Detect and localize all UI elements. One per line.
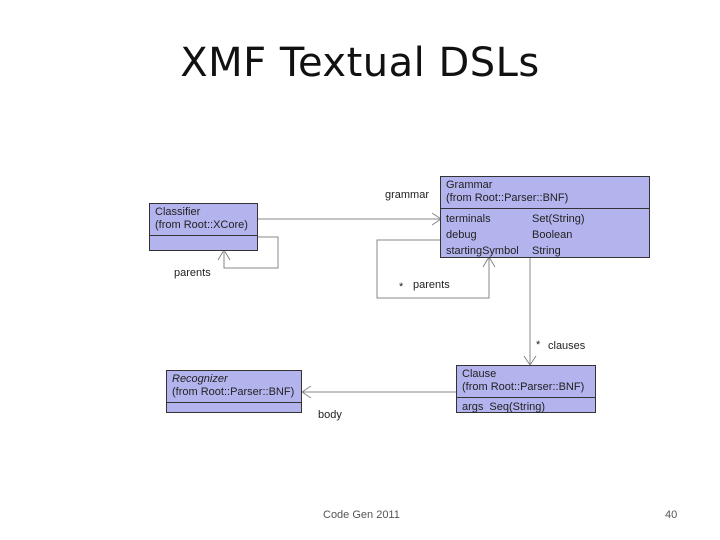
body-association-arrowhead <box>301 385 312 399</box>
attribute-row: startingSymbol String <box>446 243 645 259</box>
attribute-name: debug <box>446 229 477 241</box>
grammar-parents-multiplicity: * <box>399 281 404 293</box>
slide-footer: Code Gen 2011 <box>323 509 400 521</box>
body-role-label: body <box>318 409 342 421</box>
grammar-role-label: grammar <box>385 189 430 201</box>
class-clause[interactable]: Clause (from Root::Parser::BNF) args Seq… <box>456 365 596 413</box>
attribute-type: String <box>532 245 561 257</box>
clauses-multiplicity: * <box>536 339 541 351</box>
class-grammar-name: Grammar <box>446 179 493 191</box>
class-recognizer-name: Recognizer <box>172 373 228 385</box>
classifier-parents-line <box>223 236 279 269</box>
attribute-name: terminals <box>446 213 491 225</box>
classifier-parents-label: parents <box>174 267 211 279</box>
class-grammar[interactable]: Grammar (from Root::Parser::BNF) termina… <box>440 176 650 258</box>
class-clause-name: Clause <box>462 368 497 380</box>
attribute-name: args <box>462 401 484 413</box>
attribute-type: Set(String) <box>532 213 585 225</box>
class-classifier-package: (from Root::XCore) <box>155 219 248 231</box>
attribute-row: args Seq(String) <box>462 399 591 415</box>
attribute-row: debug Boolean <box>446 227 645 243</box>
class-recognizer[interactable]: Recognizer (from Root::Parser::BNF) <box>166 370 302 413</box>
attribute-type: Seq(String) <box>489 401 546 413</box>
attribute-row: terminals Set(String) <box>446 211 645 227</box>
slide-title: XMF Textual DSLs <box>180 40 540 86</box>
clauses-role-label: clauses <box>548 340 586 352</box>
grammar-parents-label: parents <box>413 279 450 291</box>
class-grammar-package: (from Root::Parser::BNF) <box>446 192 569 204</box>
class-classifier[interactable]: Classifier (from Root::XCore) <box>149 203 258 251</box>
class-recognizer-package: (from Root::Parser::BNF) <box>172 386 295 398</box>
class-clause-package: (from Root::Parser::BNF) <box>462 381 585 393</box>
slide-page-number: 40 <box>665 509 678 521</box>
grammar-parents-line <box>376 239 490 299</box>
class-classifier-name: Classifier <box>155 206 201 218</box>
attribute-type: Boolean <box>532 229 573 241</box>
attribute-name: startingSymbol <box>446 245 519 257</box>
